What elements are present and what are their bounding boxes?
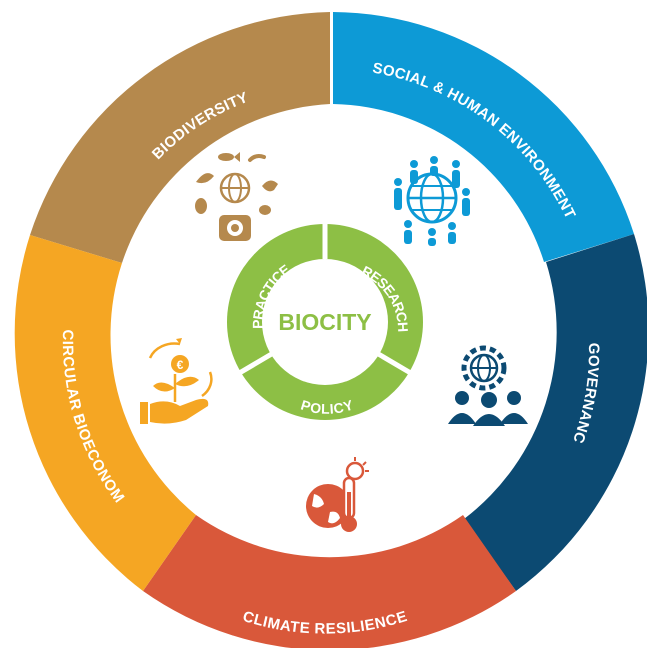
inner-ring: PRACTICE RESEARCH POLICY BIOCITY	[227, 222, 423, 420]
segment-social-human-environment[interactable]: SOCIAL & HUMAN ENVIRONMENT	[333, 12, 634, 262]
center-title: BIOCITY	[278, 309, 371, 335]
svg-text:€: €	[177, 358, 184, 372]
segment-policy[interactable]: POLICY	[299, 396, 356, 416]
segment-biodiversity[interactable]: BIODIVERSITY	[30, 12, 330, 263]
center-circle	[262, 259, 388, 385]
bioeconomy-icon: €	[140, 338, 213, 424]
segment-label-policy: POLICY	[299, 396, 356, 416]
climate-icon	[306, 457, 369, 532]
people-globe-icon	[394, 156, 470, 246]
segment-climate-resilience[interactable]: CLIMATE RESILIENCE	[143, 515, 516, 648]
biodiversity-icon	[195, 152, 278, 241]
governance-icon	[448, 345, 528, 426]
